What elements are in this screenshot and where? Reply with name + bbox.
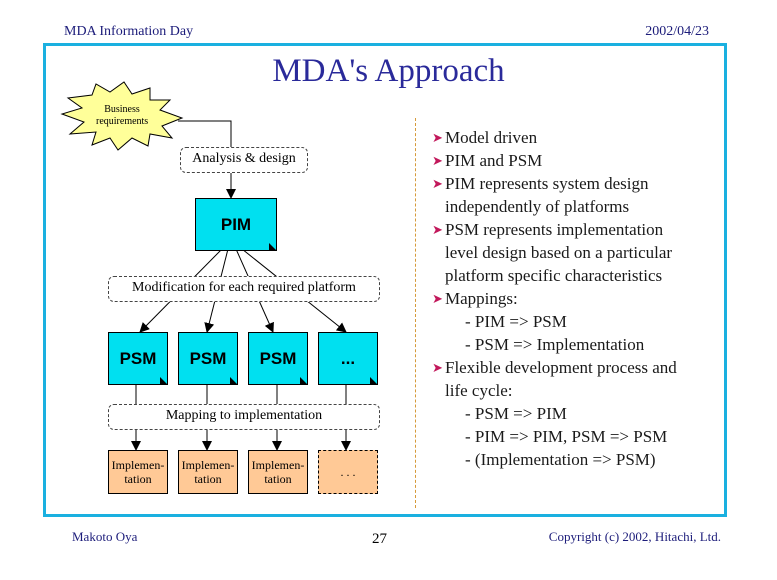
bullet-arrow-icon: ➤ (432, 153, 443, 168)
impl-box-2: Implemen- tation (178, 450, 238, 494)
header-date: 2002/04/23 (645, 24, 709, 39)
bullet-arrow-icon: ➤ (432, 130, 443, 145)
impl-box-3: Implemen- tation (248, 450, 308, 494)
pim-label: PIM (220, 214, 252, 234)
psm-label: ... (340, 348, 356, 368)
mapping-box: Mapping to implementation (108, 404, 380, 430)
psm-box-more: ... (318, 332, 378, 385)
page-fold-icon (269, 243, 277, 251)
bullet-arrow-icon: ➤ (432, 291, 443, 306)
analysis-design-box: Analysis & design (180, 147, 308, 173)
psm-box-3: PSM (248, 332, 308, 385)
page-fold-icon (230, 377, 238, 385)
bullet-item: ➤ PIM and PSM (432, 151, 543, 170)
page-fold-icon (370, 377, 378, 385)
bullet-item: ➤ PIM represents system design independe… (432, 174, 649, 216)
page-fold-icon (300, 377, 308, 385)
bullet-list: ➤ Model driven ➤ PIM and PSM ➤ PIM repre… (432, 126, 722, 471)
psm-label: PSM (119, 348, 157, 368)
psm-label: PSM (259, 348, 297, 368)
bullet-item: ➤ Flexible development process and life … (432, 358, 677, 469)
bullet-item: ➤ Mappings: - PIM => PSM - PSM => Implem… (432, 289, 645, 354)
bullet-item: ➤ Model driven (432, 128, 538, 147)
bullet-arrow-icon: ➤ (432, 360, 443, 375)
psm-label: PSM (189, 348, 227, 368)
pim-box: PIM (195, 198, 277, 251)
impl-box-more: . . . (318, 450, 378, 494)
psm-box-2: PSM (178, 332, 238, 385)
bullet-arrow-icon: ➤ (432, 222, 443, 237)
footer-copyright: Copyright (c) 2002, Hitachi, Ltd. (548, 529, 721, 544)
business-requirements-label: Business requirements (96, 104, 149, 127)
footer-author: Makoto Oya (72, 529, 138, 544)
header-left: MDA Information Day (64, 24, 194, 39)
modification-box: Modification for each required platform (108, 276, 380, 302)
slide-title: MDA's Approach (272, 53, 505, 89)
business-requirements-burst (60, 81, 184, 151)
impl-box-1: Implemen- tation (108, 450, 168, 494)
bullet-item: ➤ PSM represents implementation level de… (432, 220, 673, 285)
divider (415, 118, 416, 508)
bullet-arrow-icon: ➤ (432, 176, 443, 191)
psm-box-1: PSM (108, 332, 168, 385)
page-number: 27 (372, 531, 387, 547)
page-fold-icon (160, 377, 168, 385)
